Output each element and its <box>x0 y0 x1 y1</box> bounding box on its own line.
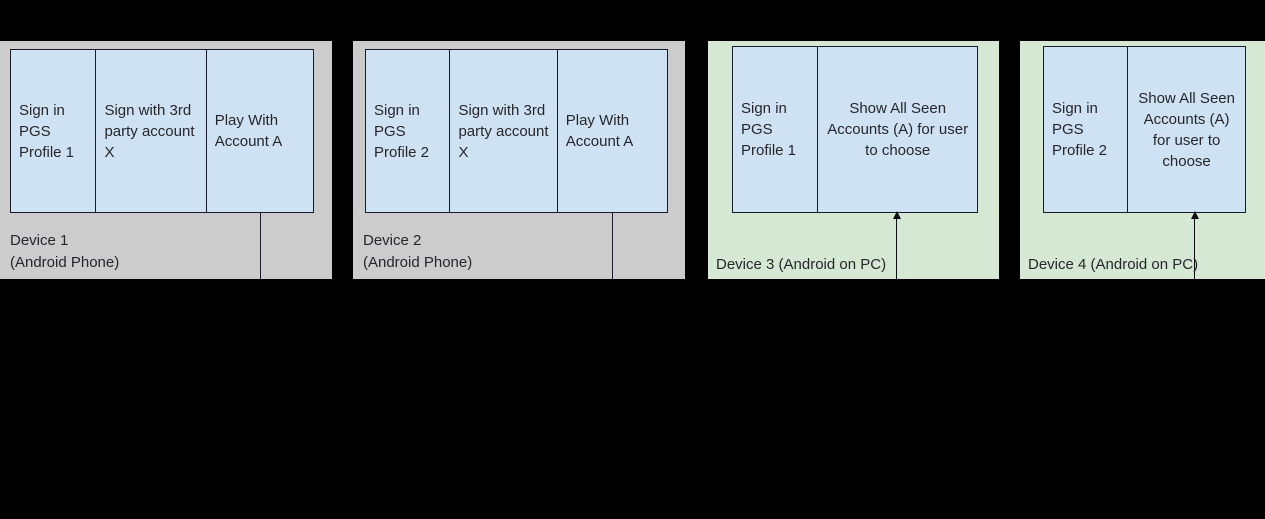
device-2-lower-divider <box>612 212 613 279</box>
device-1-step-row: Sign in PGS Profile 1 Sign with 3rd part… <box>10 49 314 213</box>
device-1-lower-divider <box>260 212 261 279</box>
device-4-step-row: Sign in PGS Profile 2 Show All Seen Acco… <box>1043 46 1246 213</box>
device-4-step-1[interactable]: Sign in PGS Profile 2 <box>1044 47 1129 212</box>
device-4-arrow-line <box>1194 218 1195 279</box>
device-1-step-3[interactable]: Play With Account A <box>206 50 313 212</box>
device-2-step-1[interactable]: Sign in PGS Profile 2 <box>366 50 451 212</box>
device-1-step-1[interactable]: Sign in PGS Profile 1 <box>11 50 97 212</box>
device-3-arrow-line <box>896 218 897 279</box>
device-1-caption: Device 1 (Android Phone) <box>10 232 120 271</box>
device-3-step-2[interactable]: Show All Seen Accounts (A) for user to c… <box>818 47 977 212</box>
device-3-arrow-head-icon <box>893 211 901 219</box>
device-3-step-row: Sign in PGS Profile 1 Show All Seen Acco… <box>732 46 978 213</box>
device-3-step-1[interactable]: Sign in PGS Profile 1 <box>733 47 819 212</box>
device-2-step-2[interactable]: Sign with 3rd party account X <box>450 50 558 212</box>
device-3-caption: Device 3 (Android on PC) <box>716 256 887 273</box>
device-4-step-2[interactable]: Show All Seen Accounts (A) for user to c… <box>1128 47 1245 212</box>
device-2-step-row: Sign in PGS Profile 2 Sign with 3rd part… <box>365 49 668 213</box>
device-2-caption: Device 2 (Android Phone) <box>363 232 473 271</box>
device-4-caption: Device 4 (Android on PC) <box>1028 256 1199 273</box>
device-1-step-2[interactable]: Sign with 3rd party account X <box>96 50 207 212</box>
device-2-step-3[interactable]: Play With Account A <box>557 50 667 212</box>
device-4-arrow-head-icon <box>1191 211 1199 219</box>
